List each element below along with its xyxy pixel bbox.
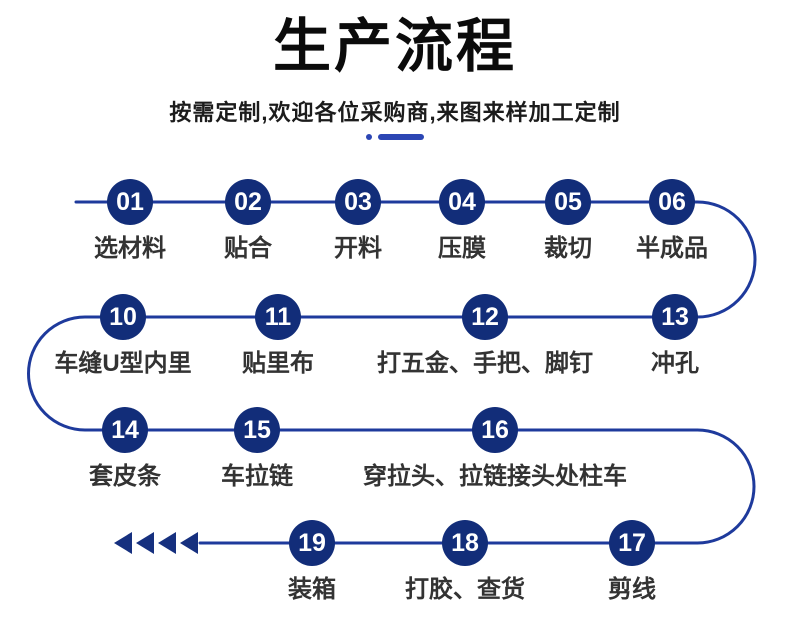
step-label-03: 开料 bbox=[334, 235, 382, 262]
arrow-left-icon bbox=[180, 532, 198, 554]
step-label-01: 选材料 bbox=[94, 235, 166, 262]
step-label-17: 剪线 bbox=[608, 576, 656, 603]
arrow-left-icon bbox=[158, 532, 176, 554]
arrow-left-icon bbox=[136, 532, 154, 554]
flow-direction-arrows bbox=[114, 532, 198, 554]
divider-line bbox=[378, 134, 424, 140]
step-circle-17: 17 bbox=[609, 520, 655, 566]
step-label-19: 装箱 bbox=[288, 576, 336, 603]
page-subtitle: 按需定制,欢迎各位采购商,来图来样加工定制 bbox=[169, 100, 621, 125]
page-title: 生产流程 bbox=[272, 14, 517, 79]
step-circle-16: 16 bbox=[472, 407, 518, 453]
step-label-06: 半成品 bbox=[636, 235, 708, 262]
step-circle-18: 18 bbox=[442, 520, 488, 566]
step-label-11: 贴里布 bbox=[242, 350, 314, 377]
step-circle-15: 15 bbox=[234, 407, 280, 453]
step-circle-01: 01 bbox=[107, 179, 153, 225]
step-label-18: 打胶、查货 bbox=[405, 576, 525, 603]
step-label-14: 套皮条 bbox=[89, 463, 161, 490]
step-label-02: 贴合 bbox=[224, 235, 272, 262]
step-circle-02: 02 bbox=[225, 179, 271, 225]
step-circle-04: 04 bbox=[439, 179, 485, 225]
step-circle-19: 19 bbox=[289, 520, 335, 566]
step-circle-06: 06 bbox=[649, 179, 695, 225]
flow-connector-path bbox=[27, 200, 757, 545]
step-label-13: 冲孔 bbox=[651, 350, 699, 377]
step-label-10: 车缝U型内里 bbox=[54, 350, 192, 377]
step-circle-03: 03 bbox=[335, 179, 381, 225]
step-circle-12: 12 bbox=[462, 294, 508, 340]
step-label-15: 车拉链 bbox=[221, 463, 293, 490]
step-circle-13: 13 bbox=[652, 294, 698, 340]
step-label-05: 裁切 bbox=[544, 235, 592, 262]
arrow-left-icon bbox=[114, 532, 132, 554]
step-circle-10: 10 bbox=[100, 294, 146, 340]
divider-dot bbox=[366, 134, 372, 140]
step-circle-14: 14 bbox=[102, 407, 148, 453]
step-label-04: 压膜 bbox=[438, 235, 486, 262]
step-label-16: 穿拉头、拉链接头处柱车 bbox=[363, 463, 627, 490]
step-label-12: 打五金、手把、脚钉 bbox=[377, 350, 593, 377]
step-circle-05: 05 bbox=[545, 179, 591, 225]
step-circle-11: 11 bbox=[255, 294, 301, 340]
